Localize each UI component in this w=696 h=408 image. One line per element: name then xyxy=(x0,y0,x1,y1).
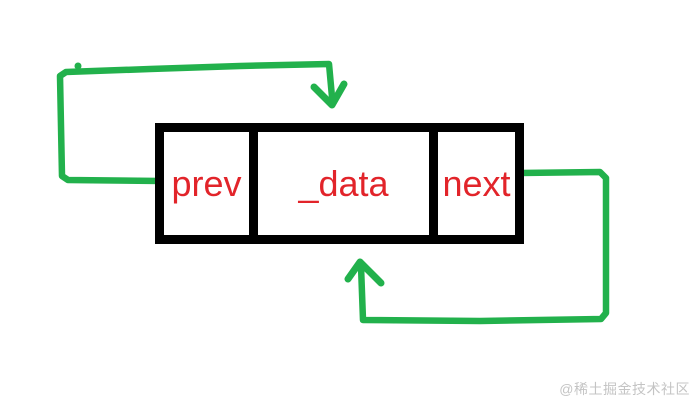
next-cell: next xyxy=(438,132,515,235)
watermark: @稀土掘金技术社区 xyxy=(559,381,690,397)
prev-pointer-arrowhead-icon xyxy=(310,80,348,109)
linked-list-node: prev _data next xyxy=(155,123,524,244)
data-cell: _data xyxy=(249,132,438,235)
next-cell-label: next xyxy=(442,162,511,204)
stray-dot xyxy=(74,62,82,70)
prev-cell: prev xyxy=(164,132,249,235)
next-pointer-arrowhead-icon xyxy=(344,258,385,287)
data-cell-label: _data xyxy=(298,162,389,204)
prev-cell-label: prev xyxy=(171,162,242,204)
